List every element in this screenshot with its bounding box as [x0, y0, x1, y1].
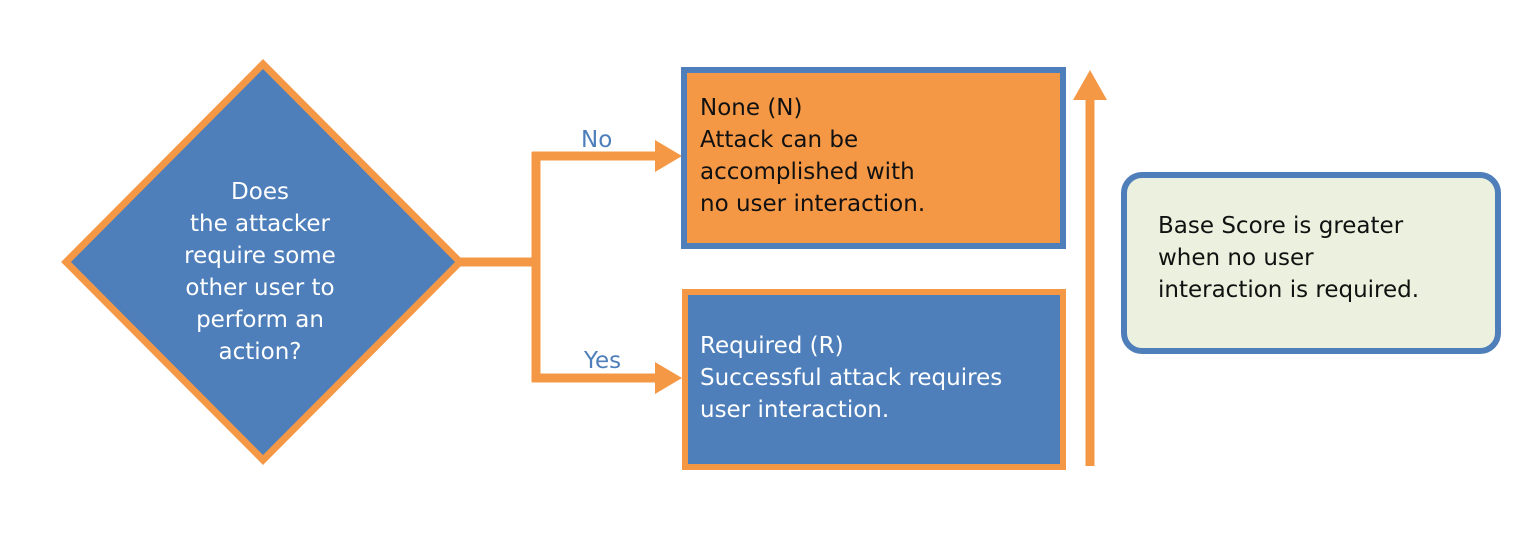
required-line-2: user interaction. [700, 397, 890, 423]
yes-branch-label: Yes [584, 348, 622, 374]
note-text: Base Score is greater when no user inter… [1158, 213, 1420, 303]
arrow-up-icon [1073, 70, 1107, 466]
yes-arrow-head [655, 362, 682, 394]
none-box-text: None (N) Attack can be accomplished with… [700, 92, 925, 220]
none-box [681, 67, 1066, 249]
connector-lines [460, 151, 655, 383]
decision-question: Does the attacker require some other use… [184, 179, 336, 365]
no-arrow-head [655, 140, 682, 172]
required-box-text: Required (R) Successful attack requires … [700, 330, 1002, 426]
none-line-3: no user interaction. [700, 191, 926, 217]
required-line-1: Successful attack requires [700, 365, 1003, 391]
decision-diamond [61, 59, 465, 465]
none-line-2: accomplished with [700, 159, 915, 185]
required-box [682, 289, 1066, 470]
no-branch-label: No [581, 127, 613, 153]
none-line-1: Attack can be [700, 127, 859, 153]
none-title: None (N) [700, 95, 803, 121]
note-box [1121, 172, 1501, 354]
required-title: Required (R) [700, 333, 844, 359]
